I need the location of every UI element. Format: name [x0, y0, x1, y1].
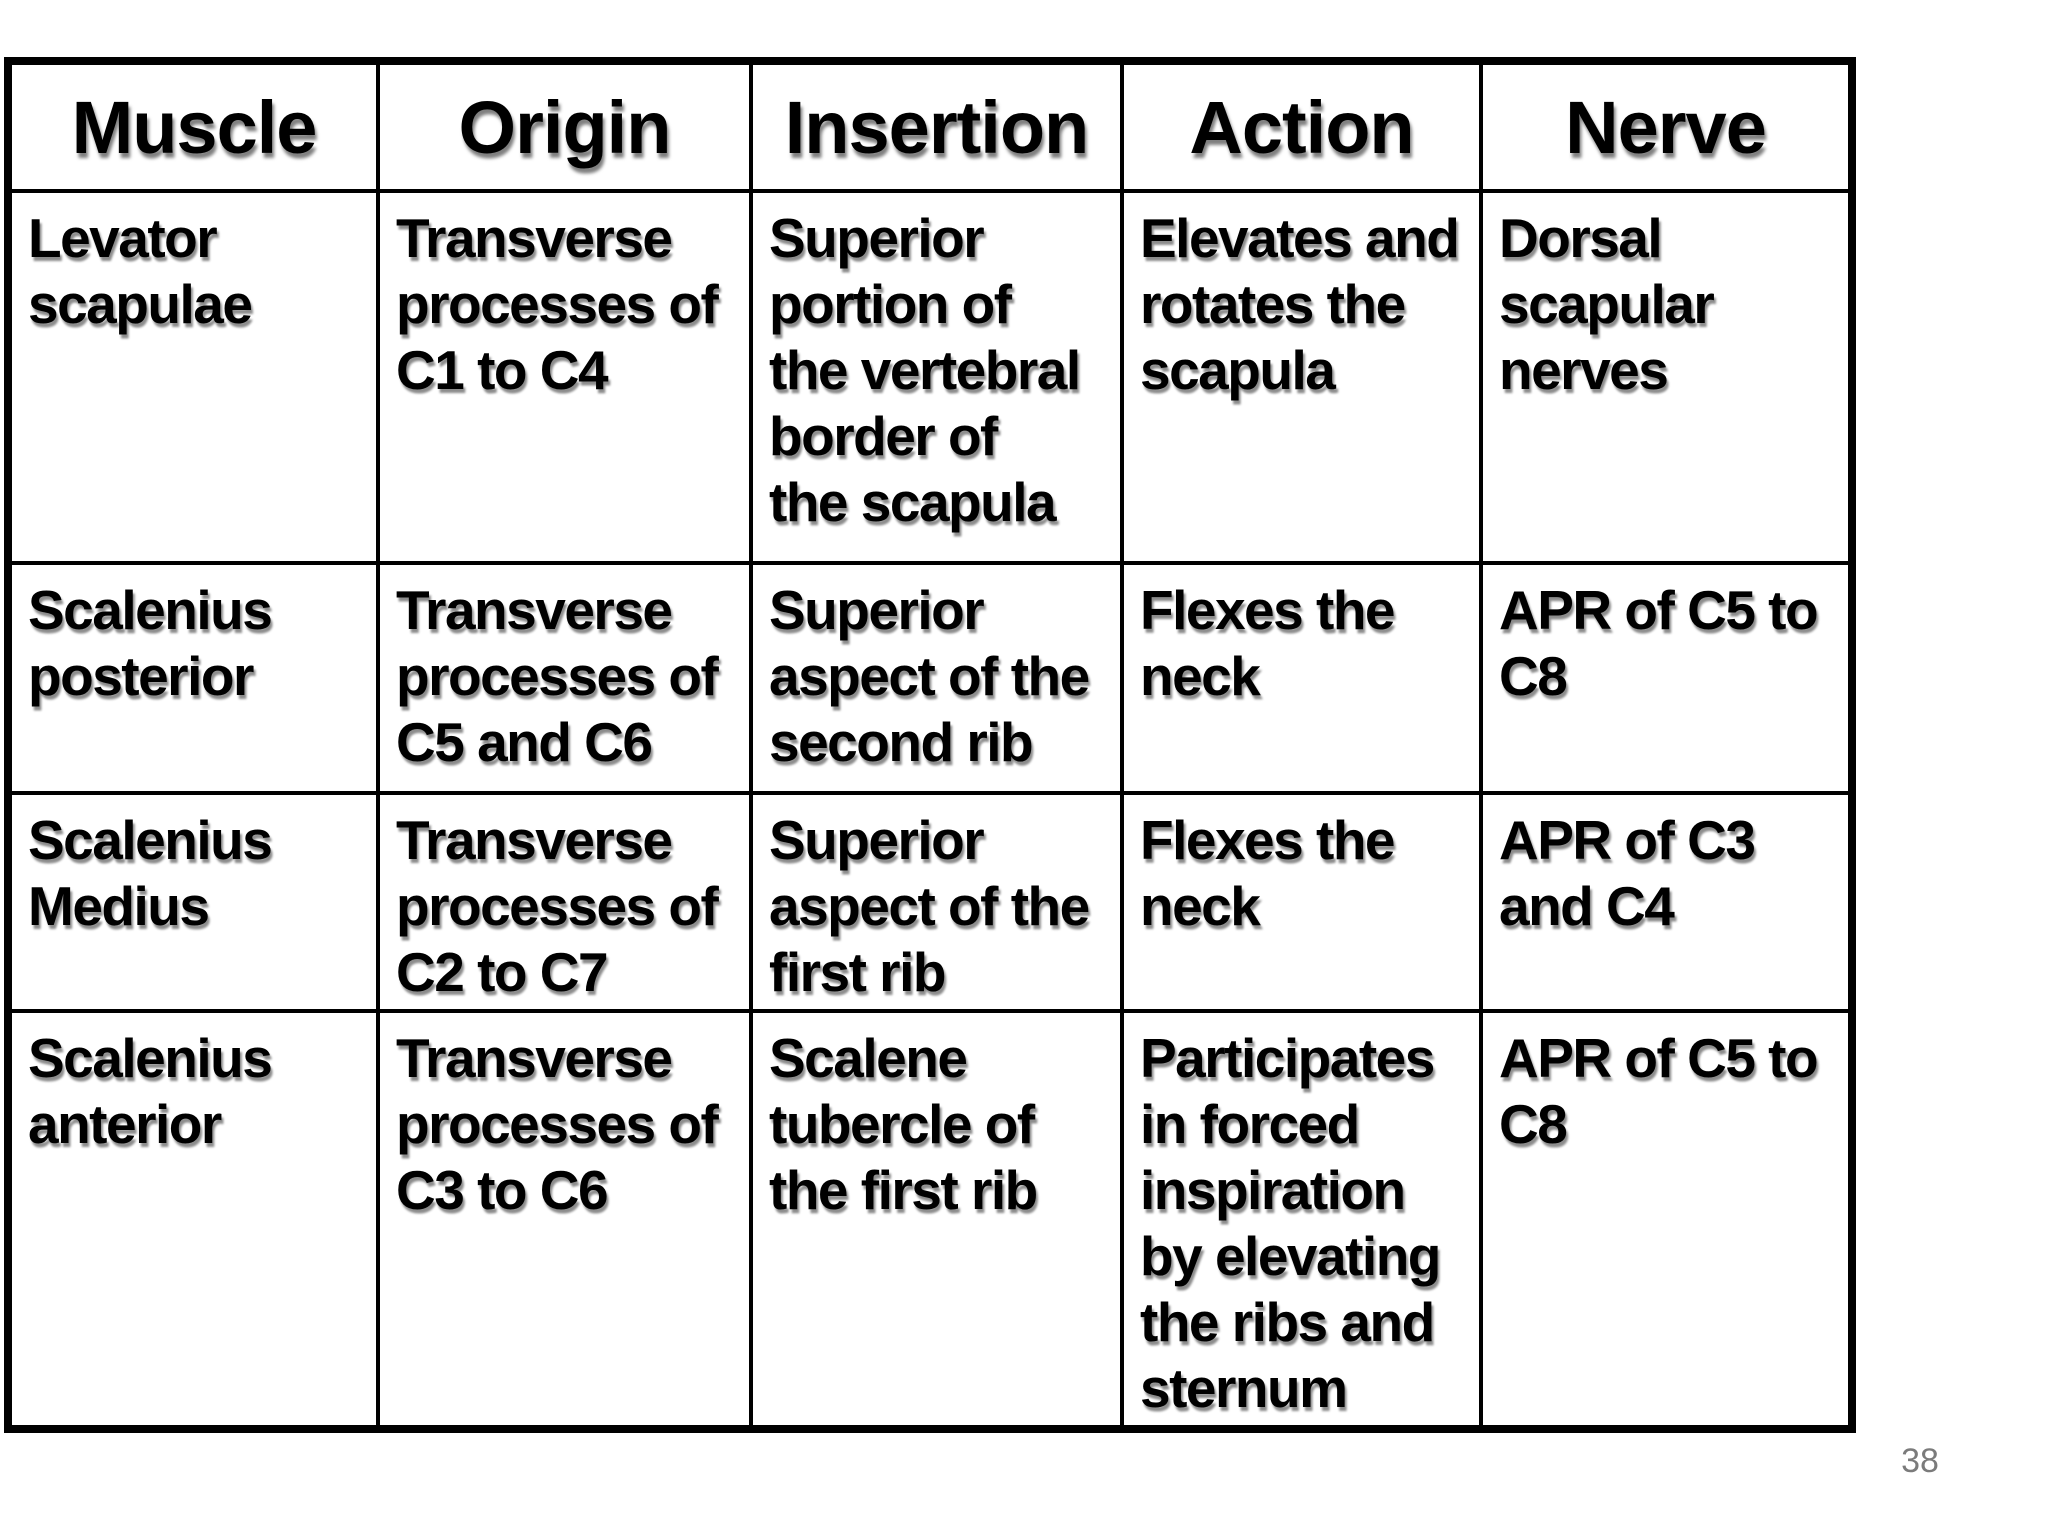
cell-nerve: APR of C5 to C8	[1479, 1009, 1854, 1431]
table-row-scalenius-medius: Scalenius Medius Transverse processes of…	[6, 791, 1854, 1013]
cell-action: Elevates and rotates the scapula	[1120, 189, 1483, 565]
col-header-nerve: Nerve	[1479, 59, 1854, 193]
col-header-insertion: Insertion	[749, 59, 1124, 193]
cell-nerve: Dorsal scapular nerves	[1479, 189, 1854, 565]
cell-insertion: Superior aspect of the first rib	[749, 791, 1124, 1013]
table-body: Levator scapulae Transverse processes of…	[6, 189, 1854, 1431]
cell-action: Participates in forced inspiration by el…	[1120, 1009, 1483, 1431]
table-row-levator-scapulae: Levator scapulae Transverse processes of…	[6, 189, 1854, 565]
col-header-origin: Origin	[376, 59, 753, 193]
muscle-table: Muscle Origin Insertion Action Nerve Lev…	[4, 57, 1856, 1433]
cell-muscle: Scalenius Medius	[6, 791, 380, 1013]
cell-insertion: Scalene tubercle of the first rib	[749, 1009, 1124, 1431]
cell-nerve: APR of C3 and C4	[1479, 791, 1854, 1013]
cell-insertion: Superior portion of the vertebral border…	[749, 189, 1124, 565]
cell-origin: Transverse processes of C1 to C4	[376, 189, 753, 565]
cell-origin: Transverse processes of C3 to C6	[376, 1009, 753, 1431]
cell-muscle: Scalenius posterior	[6, 561, 380, 795]
cell-action: Flexes the neck	[1120, 791, 1483, 1013]
cell-muscle: Scalenius anterior	[6, 1009, 380, 1431]
cell-nerve: APR of C5 to C8	[1479, 561, 1854, 795]
page-number: 38	[1901, 1442, 1939, 1480]
cell-action: Flexes the neck	[1120, 561, 1483, 795]
col-header-action: Action	[1120, 59, 1483, 193]
table-row-scalenius-anterior: Scalenius anterior Transverse processes …	[6, 1009, 1854, 1431]
cell-origin: Transverse processes of C2 to C7	[376, 791, 753, 1013]
cell-muscle: Levator scapulae	[6, 189, 380, 565]
cell-origin: Transverse processes of C5 and C6	[376, 561, 753, 795]
table-row-scalenius-posterior: Scalenius posterior Transverse processes…	[6, 561, 1854, 795]
col-header-muscle: Muscle	[6, 59, 380, 193]
table-header: Muscle Origin Insertion Action Nerve	[6, 59, 1854, 193]
cell-insertion: Superior aspect of the second rib	[749, 561, 1124, 795]
header-row: Muscle Origin Insertion Action Nerve	[6, 59, 1854, 193]
